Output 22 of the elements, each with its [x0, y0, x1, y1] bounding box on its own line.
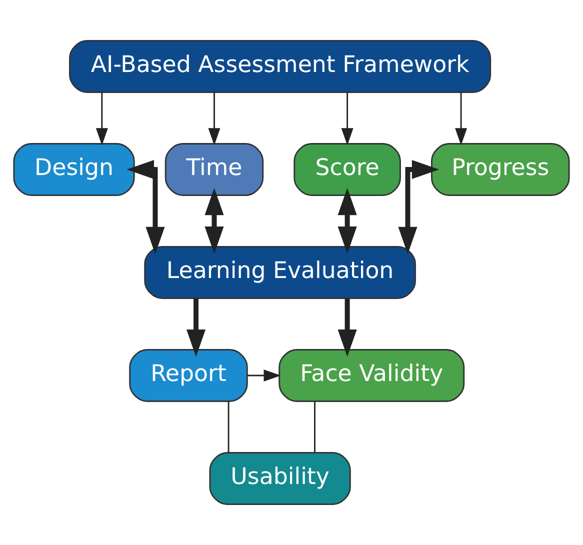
arrow [186, 298, 206, 357]
node-box: Usability [209, 452, 351, 505]
arrow [398, 160, 440, 254]
connector [228, 402, 230, 452]
arrow [341, 92, 354, 146]
connector [314, 402, 316, 452]
arrow [204, 188, 224, 254]
node-box: Face Validity [278, 349, 465, 402]
arrow [126, 160, 165, 254]
arrow [338, 298, 357, 357]
node-box: Progress [431, 143, 570, 196]
arrow [338, 188, 357, 254]
node-box: AI-Based Assessment Framework [69, 40, 492, 93]
arrow [455, 92, 468, 146]
node-box: Time [164, 143, 264, 196]
arrow [247, 370, 281, 382]
node-box: Report [129, 349, 248, 402]
node-box: Learning Evaluation [144, 246, 416, 299]
arrow [96, 92, 108, 146]
node-box: Score [294, 143, 401, 196]
node-box: Design [13, 143, 135, 196]
arrow [208, 92, 220, 146]
